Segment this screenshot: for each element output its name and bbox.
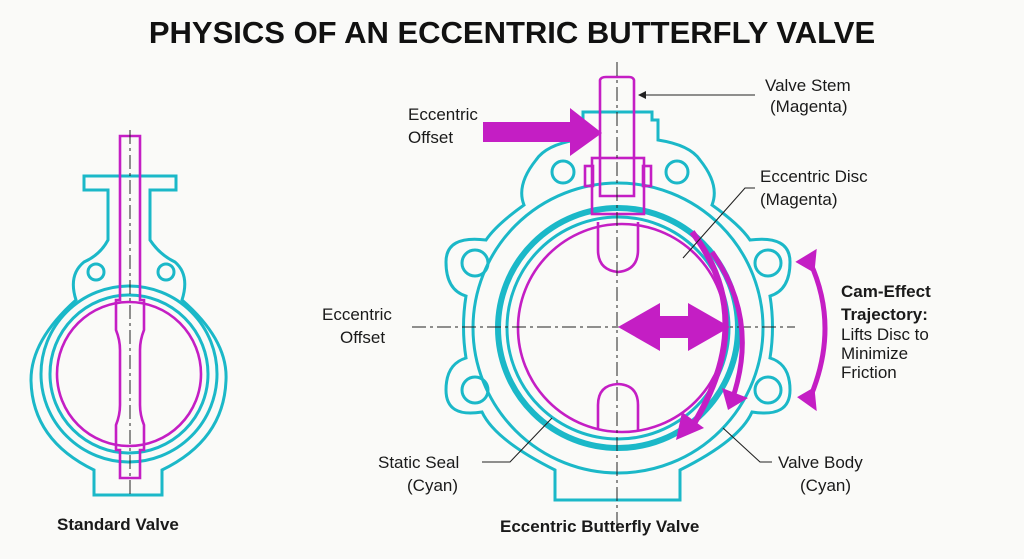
valve-body-leader bbox=[722, 427, 772, 463]
valve-stem-label: Valve Stem(Magenta) bbox=[765, 76, 851, 116]
cam-arrowhead-bottom bbox=[797, 387, 817, 412]
static-seal-ring bbox=[495, 205, 741, 451]
cam-arrowhead-top bbox=[795, 248, 817, 273]
standard-valve-body bbox=[29, 174, 228, 497]
static-seal-label: Static Seal(Cyan) bbox=[378, 453, 459, 495]
bolt-hole bbox=[753, 248, 783, 278]
stem-clamp bbox=[641, 164, 653, 188]
body-ring bbox=[471, 181, 765, 475]
standard-valve-drawing bbox=[29, 130, 228, 497]
trajectory-arc-inner bbox=[709, 250, 745, 401]
leader-arrowhead bbox=[638, 91, 646, 99]
valve-body-label: Valve Body(Cyan) bbox=[778, 453, 863, 495]
standard-disc bbox=[55, 300, 203, 448]
trajectory-arrowhead bbox=[676, 412, 704, 440]
eccentric-valve-drawing bbox=[412, 62, 828, 530]
bolt-hole bbox=[664, 159, 690, 185]
bolt-hole bbox=[156, 262, 176, 282]
seat-ring bbox=[39, 284, 219, 464]
eccentric-offset-arrow bbox=[483, 108, 602, 156]
diagram-title: PHYSICS OF AN ECCENTRIC BUTTERFLY VALVE bbox=[149, 15, 875, 50]
disc-lower-hub bbox=[596, 382, 640, 430]
valve-body bbox=[444, 110, 792, 502]
offset-double-arrow bbox=[618, 303, 730, 351]
valve-stem bbox=[598, 75, 636, 198]
seat-ring bbox=[48, 293, 210, 455]
trajectory-arrowhead bbox=[722, 388, 748, 410]
disc-leader bbox=[682, 187, 755, 259]
static-seal-leader bbox=[482, 417, 553, 463]
bolt-hole bbox=[550, 159, 576, 185]
eccentric-valve-label: Eccentric Butterfly Valve bbox=[500, 517, 699, 536]
disc-upper-hub bbox=[596, 222, 640, 274]
eccentric-disc-label: Eccentric Disc(Magenta) bbox=[760, 167, 868, 209]
bolt-hole bbox=[753, 375, 783, 405]
stem-clamp bbox=[583, 164, 595, 188]
trajectory-arc bbox=[687, 230, 729, 432]
standard-stem bbox=[114, 134, 146, 480]
cam-effect-arc bbox=[807, 260, 828, 399]
standard-valve-label: Standard Valve bbox=[57, 515, 179, 534]
bolt-hole bbox=[86, 262, 106, 282]
seat-ring bbox=[505, 215, 731, 441]
